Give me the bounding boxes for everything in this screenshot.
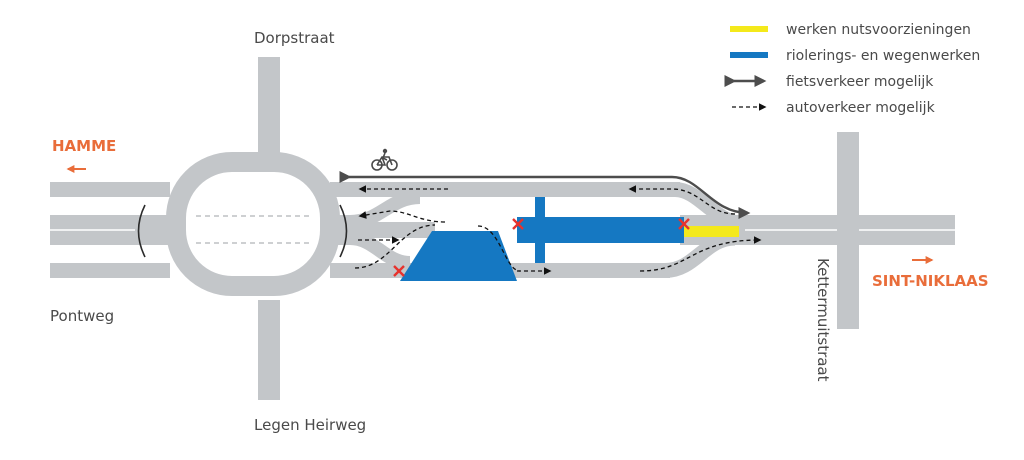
closure-markers xyxy=(393,218,690,277)
sewer-works-zone-trapezoid xyxy=(400,231,517,281)
road-center-ramp-up xyxy=(349,190,421,229)
car-route-center-up-curve xyxy=(354,224,436,269)
roundabout xyxy=(166,152,340,296)
legend-symbol-blue-bar xyxy=(730,52,768,58)
closure-x-icon xyxy=(393,265,405,277)
road-dorpstraat xyxy=(258,57,280,162)
car-route-bottom-east-merge xyxy=(639,236,762,272)
utility-works-zone xyxy=(684,226,739,237)
sewer-works-zone-crossing xyxy=(535,197,545,263)
label-dorpstraat: Dorpstraat xyxy=(254,29,335,47)
closure-x-icon xyxy=(678,218,690,230)
closure-x-icon xyxy=(512,218,524,230)
road-kettermuitstraat xyxy=(837,132,859,329)
legend: werken nutsvoorzieningen riolerings- en … xyxy=(724,22,980,116)
traffic-routes xyxy=(339,171,762,275)
label-pontweg: Pontweg xyxy=(50,307,114,325)
bicycle-icon xyxy=(371,148,398,171)
legend-label: autoverkeer mogelijk xyxy=(786,100,936,116)
road-legen-heirweg xyxy=(258,300,280,400)
legend-label: fietsverkeer mogelijk xyxy=(786,74,934,90)
label-legen-heirweg: Legen Heirweg xyxy=(254,416,366,434)
label-kettermuitstraat: Kettermuitstraat xyxy=(814,258,832,382)
roundabout-entry-arc-west xyxy=(137,204,146,258)
legend-label: werken nutsvoorzieningen xyxy=(786,22,971,38)
work-zones xyxy=(400,197,739,281)
road-pontweg-south-lane xyxy=(50,263,170,278)
road-center-ramp-down xyxy=(349,231,411,270)
label-city-hamme: HAMME xyxy=(52,137,116,155)
road-center-connector xyxy=(355,222,435,238)
bicycle-route-arrow xyxy=(339,171,751,219)
legend-symbol-yellow-bar xyxy=(730,26,768,32)
car-route-top-east-curve xyxy=(628,185,736,215)
car-route-center-upper xyxy=(358,210,446,223)
label-city-sint-niklaas: SINT-NIKLAAS xyxy=(872,272,989,290)
legend-label: riolerings- en wegenwerken xyxy=(786,48,980,64)
road-pontweg-north-lane xyxy=(50,182,170,197)
car-route-bottom-curve xyxy=(477,225,521,272)
